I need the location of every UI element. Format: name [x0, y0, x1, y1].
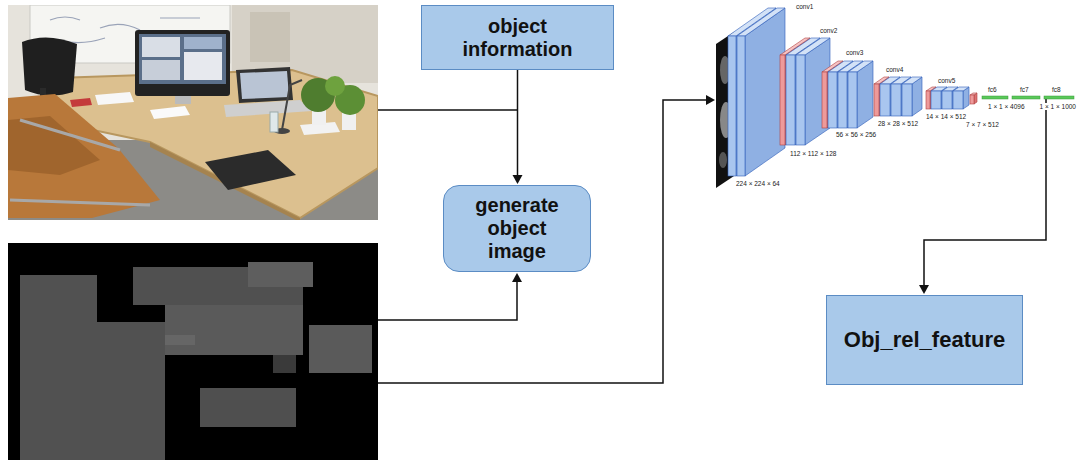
- block-front: [880, 84, 890, 116]
- layer-name: fc6: [988, 86, 997, 93]
- arrow-connector: [513, 70, 523, 184]
- object-mask-image: [8, 243, 378, 460]
- fc-layer: [982, 96, 1008, 99]
- block-top: [796, 38, 830, 55]
- layer-dimension: 224 × 224 × 64: [736, 180, 780, 187]
- layer-dimension: 28 × 28 × 512: [878, 120, 918, 127]
- layer-dimension: 14 × 14 × 512: [926, 113, 966, 120]
- block-side: [805, 38, 830, 145]
- box-label: generate object image: [457, 194, 577, 263]
- conv-block: [953, 87, 969, 109]
- conv-block: [848, 61, 873, 128]
- conv-block: [902, 77, 922, 116]
- block-front: [953, 91, 963, 109]
- layer-name: fc8: [1052, 86, 1061, 93]
- layer-name: conv4: [886, 66, 903, 73]
- block-side: [745, 8, 785, 176]
- block-top: [902, 77, 922, 84]
- box-label: Obj_rel_feature: [844, 327, 1005, 352]
- office-photo: [8, 5, 378, 220]
- arrowhead: [513, 175, 523, 184]
- connector-line: [517, 70, 519, 177]
- layer-dimension: 1 × 1 × 4096: [988, 103, 1025, 110]
- block-front: [931, 91, 941, 109]
- block-top: [970, 93, 977, 95]
- layer-name: fc7: [1020, 86, 1029, 93]
- fc-layer: [1012, 96, 1040, 99]
- block-front: [822, 72, 827, 128]
- block-top: [953, 87, 969, 91]
- rounded-process-box: generate object image: [443, 185, 591, 272]
- block-front: [891, 84, 901, 116]
- layer-name: conv2: [820, 27, 837, 34]
- block-front: [902, 84, 912, 116]
- layer-name: conv1: [796, 3, 813, 10]
- layer-name: conv5: [938, 77, 955, 84]
- block-front: [796, 55, 805, 145]
- block-front: [737, 36, 745, 176]
- block-front: [786, 55, 795, 145]
- wires: [378, 99, 1046, 383]
- process-box: object information: [421, 5, 614, 70]
- layer-dimension: 112 × 112 × 128: [790, 150, 836, 157]
- block-front: [926, 91, 930, 109]
- fc-layer: [1044, 96, 1074, 99]
- pool-block: [970, 93, 977, 104]
- block-front: [848, 72, 857, 128]
- block-front: [780, 55, 785, 145]
- block-front: [970, 95, 974, 104]
- conv-block: [796, 38, 830, 145]
- block-front: [828, 72, 837, 128]
- conv-block: [737, 8, 785, 176]
- block-front: [838, 72, 847, 128]
- process-box: Obj_rel_feature: [826, 295, 1023, 385]
- block-top: [737, 8, 785, 36]
- layer-dimension: 7 × 7 × 512: [966, 121, 999, 128]
- block-top: [848, 61, 873, 72]
- block-side: [857, 61, 873, 128]
- block-front: [874, 84, 879, 116]
- layer-dimension: 56 × 56 × 256: [836, 131, 876, 138]
- layer-dimension: 1 × 1 × 1000: [1038, 103, 1077, 110]
- layer-name: conv3: [846, 49, 863, 56]
- block-front: [942, 91, 952, 109]
- cnn-layers: [728, 8, 1074, 176]
- block-front: [728, 36, 736, 176]
- box-label: object information: [453, 15, 583, 61]
